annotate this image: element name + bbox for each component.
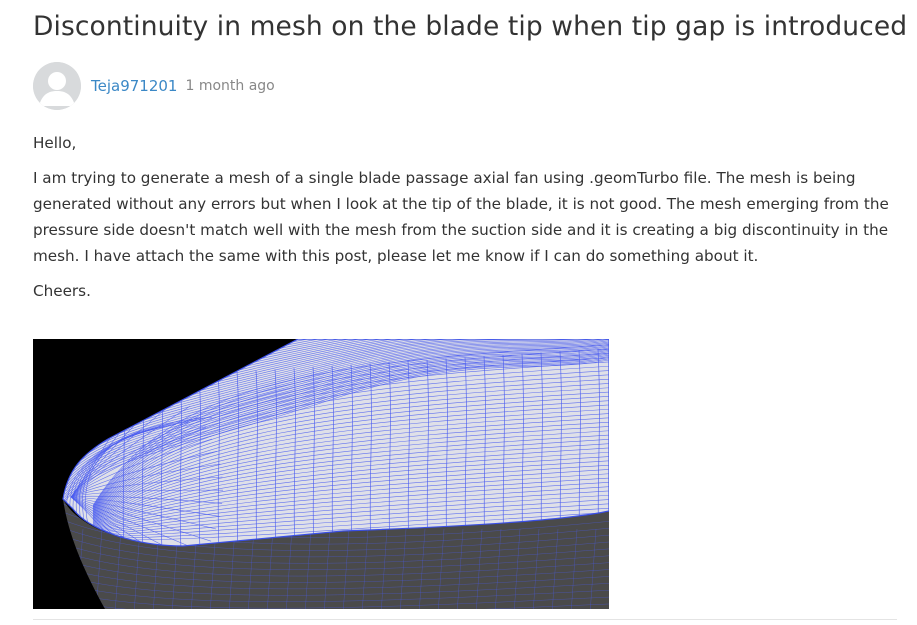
- body-paragraph: I am trying to generate a mesh of a sing…: [33, 169, 889, 265]
- post-title: Discontinuity in mesh on the blade tip w…: [33, 11, 908, 42]
- post-body: Hello, I am trying to generate a mesh of…: [33, 130, 897, 313]
- post-timestamp: 1 month ago: [185, 78, 275, 94]
- mesh-screenshot-image[interactable]: [33, 339, 609, 609]
- default-user-avatar-icon[interactable]: [33, 62, 81, 110]
- post-divider: [33, 619, 897, 620]
- signoff-paragraph: Cheers.: [33, 282, 91, 300]
- author-link[interactable]: Teja971201: [91, 77, 178, 95]
- post-meta: Teja971201 1 month ago: [33, 62, 275, 110]
- greeting-paragraph: Hello,: [33, 134, 77, 152]
